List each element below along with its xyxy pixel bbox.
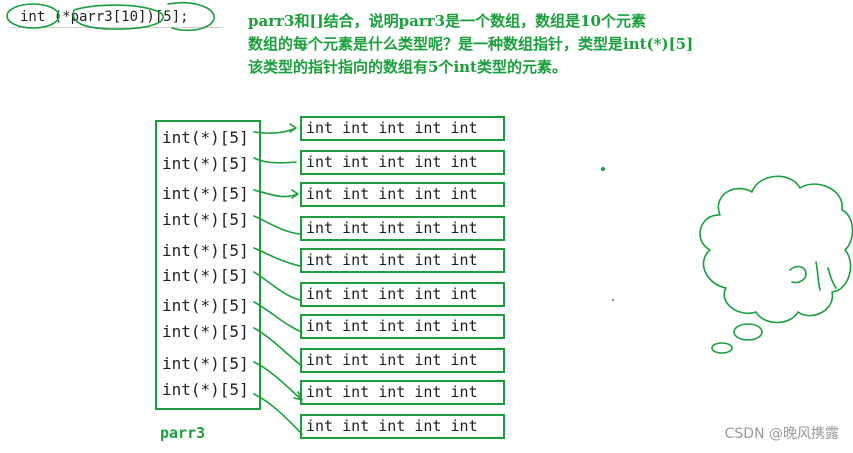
code-text: int (*parr3[10])[5]; [20, 9, 189, 25]
code-snippet: int (*parr3[10])[5]; [10, 6, 222, 28]
watermark: CSDN @晚风携露 [724, 426, 839, 442]
array-element: int(*)[5] [162, 210, 249, 229]
pointer-arrow [253, 327, 303, 367]
int-array-box: int int int int int [300, 150, 505, 175]
int-array-box: int int int int int [300, 414, 505, 439]
array-element: int(*)[5] [162, 380, 249, 399]
int-array-box: int int int int int [300, 314, 505, 339]
int-array-box: int int int int int [300, 182, 505, 207]
array-name-label: parr3 [160, 424, 206, 442]
cloud-doodle-icon [699, 175, 853, 324]
explanation-line-2: 数组的每个元素是什么类型呢？是一种数组指针，类型是int(*)[5] [248, 35, 694, 53]
array-element: int(*)[5] [162, 296, 249, 315]
array-element: int(*)[5] [162, 322, 249, 341]
int-array-box: int int int int int [300, 216, 505, 241]
pointer-arrow [253, 393, 303, 435]
int-array-box: int int int int int [300, 380, 505, 405]
pointer-arrow [253, 301, 303, 333]
explanation-line-1: parr3和[]结合，说明parr3是一个数组，数组是10个元素 [248, 12, 646, 30]
int-array-box: int int int int int [300, 116, 505, 141]
int-array-box: int int int int int [300, 248, 505, 273]
explanation-text: parr3和[]结合，说明parr3是一个数组，数组是10个元素 数组的每个元素… [248, 10, 693, 79]
int-array-box: int int int int int [300, 348, 505, 373]
pointer-arrow [253, 361, 303, 401]
explanation-line-3: 该类型的指针指向的数组有5个int类型的元素。 [248, 58, 567, 76]
array-element: int(*)[5] [162, 266, 249, 285]
array-element: int(*)[5] [162, 354, 249, 373]
array-element: int(*)[5] [162, 128, 249, 147]
int-array-box: int int int int int [300, 282, 505, 307]
array-element: int(*)[5] [162, 241, 249, 260]
array-element: int(*)[5] [162, 184, 249, 203]
array-element: int(*)[5] [162, 154, 249, 173]
